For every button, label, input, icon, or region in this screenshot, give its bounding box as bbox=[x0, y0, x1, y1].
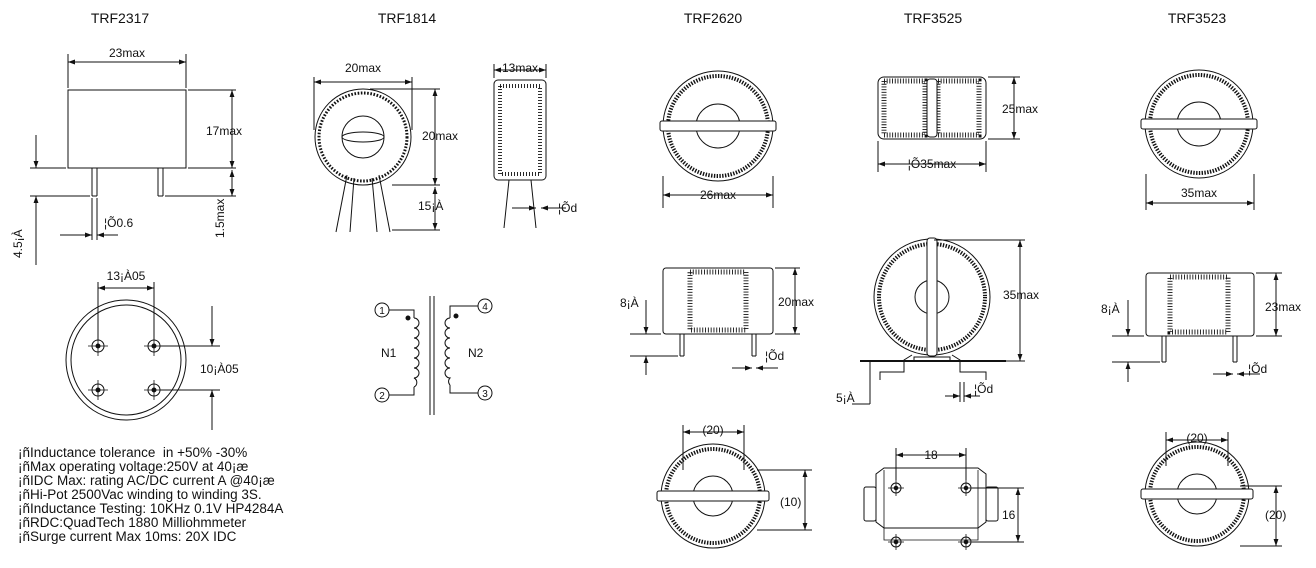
title-trf1814: TRF1814 bbox=[378, 10, 437, 26]
title-trf2317: TRF2317 bbox=[91, 10, 150, 26]
trf2317-bottom-view bbox=[65, 282, 220, 430]
pin-2-label: 2 bbox=[379, 391, 385, 402]
pin-3-label: 3 bbox=[482, 389, 488, 400]
pin-4-label: 4 bbox=[482, 302, 488, 313]
trf3523-bottom-view bbox=[1140, 432, 1282, 547]
dim-trf2620-side-height: 20max bbox=[778, 295, 814, 309]
trf3525-top-view bbox=[877, 76, 1020, 172]
dim-trf3525-pitch-y: 16 bbox=[1002, 508, 1016, 522]
spec-notes: ¡ñInductance tolerance in +50% -30% ¡ñMa… bbox=[18, 446, 283, 544]
trf1814-toroid bbox=[313, 77, 440, 233]
dim-trf3525-side-height: 35max bbox=[1003, 288, 1039, 302]
dim-trf3523-pitch-y: (20) bbox=[1265, 508, 1286, 522]
title-trf3525: TRF3525 bbox=[904, 10, 963, 26]
winding-n1-label: N1 bbox=[381, 346, 397, 360]
trf1814-side-view bbox=[493, 64, 566, 229]
trf3523-toroid bbox=[1140, 69, 1258, 210]
dim-trf2620-dia: 26max bbox=[700, 188, 736, 202]
note-surge-current: ¡ñSurge current Max 10ms: 20X IDC bbox=[18, 529, 237, 544]
dim-trf1814-wire-dia: ¦Õd bbox=[558, 200, 577, 215]
dim-trf1814-dia: 20max bbox=[345, 61, 381, 75]
dim-trf2317-lead: 1.5max bbox=[213, 199, 227, 238]
note-rdc: ¡ñRDC:QuadTech 1880 Milliohmmeter bbox=[18, 515, 247, 530]
dim-trf3525-dia: ¦Õ35max bbox=[908, 156, 956, 171]
dim-trf2317-standoff: 4.5¡À bbox=[10, 229, 25, 258]
dim-trf3525-wire-dia: ¦Õd bbox=[974, 381, 993, 396]
dim-trf3525-pitch-x: 18 bbox=[924, 448, 938, 462]
trf3523-side-view bbox=[1112, 272, 1282, 382]
note-inductance-tolerance: ¡ñInductance tolerance in +50% -30% bbox=[18, 445, 248, 460]
dim-trf3523-lead: 8¡À bbox=[1101, 301, 1120, 316]
dim-trf2620-wire-dia: ¦Õd bbox=[765, 348, 784, 363]
title-trf2620: TRF2620 bbox=[684, 10, 743, 26]
note-max-voltage: ¡ñMax operating voltage:250V at 40¡æ bbox=[18, 459, 249, 474]
trf2620-side-view bbox=[630, 267, 800, 375]
dim-trf3525-lead: 5¡À bbox=[836, 390, 855, 405]
pin-1-label: 1 bbox=[379, 306, 385, 317]
dim-trf2317-height: 17max bbox=[206, 124, 242, 138]
dim-trf3525-height: 25max bbox=[1002, 102, 1038, 116]
dim-trf2317-width: 23max bbox=[109, 46, 145, 60]
dim-trf2317-pitch-x: 13¡À05 bbox=[107, 268, 146, 283]
note-hipot: ¡ñHi-Pot 2500Vac winding to winding 3S. bbox=[18, 487, 262, 502]
dim-trf2620-lead: 8¡À bbox=[620, 295, 639, 310]
dim-trf1814-height: 20max bbox=[422, 129, 458, 143]
trf2620-bottom-view bbox=[656, 425, 812, 549]
trf3525-side-view bbox=[852, 237, 1025, 405]
dim-trf3523-wire-dia: ¦Õd bbox=[1248, 361, 1267, 376]
dim-trf3523-side-height: 23max bbox=[1265, 300, 1301, 314]
trf2317-front-view bbox=[30, 54, 236, 265]
trf2620-toroid bbox=[659, 70, 777, 208]
dim-trf2317-pin-dia: ¦Õ0.6 bbox=[104, 215, 133, 230]
trf1814-schematic bbox=[374, 296, 493, 415]
note-idc-max: ¡ñIDC Max: rating AC/DC current A @40¡æ bbox=[18, 473, 275, 488]
note-inductance-testing: ¡ñInductance Testing: 10KHz 0.1V HP4284A bbox=[18, 501, 284, 516]
trf3525-bottom-view bbox=[863, 448, 1024, 550]
winding-n2-label: N2 bbox=[468, 346, 484, 360]
dim-trf2620-pitch-x: (20) bbox=[702, 423, 723, 437]
dim-trf2620-pitch-y: (10) bbox=[780, 495, 801, 509]
dim-trf1814-side-width: 13max bbox=[502, 61, 538, 75]
dim-trf1814-lead: 15¡À bbox=[418, 198, 443, 213]
dim-trf2317-pitch-y: 10¡À05 bbox=[200, 361, 239, 376]
dim-trf3523-dia: 35max bbox=[1181, 186, 1217, 200]
title-trf3523: TRF3523 bbox=[1168, 10, 1227, 26]
dim-trf3523-pitch-x: (20) bbox=[1186, 431, 1207, 445]
